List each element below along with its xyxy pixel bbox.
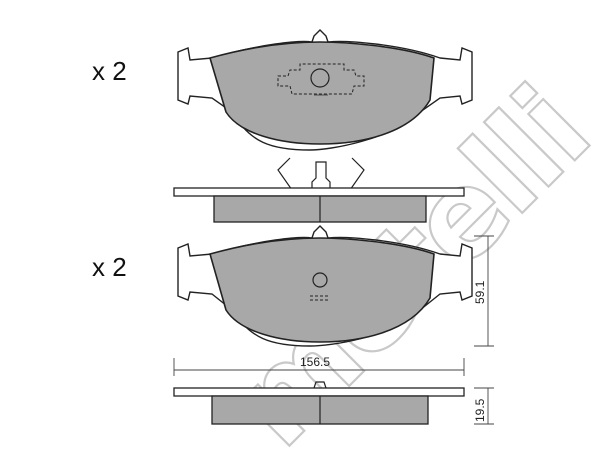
- bottom-pad-wear-mark: [310, 295, 330, 301]
- bottom-pad-side-backing-plate: [173, 387, 465, 397]
- dimension-width-label: 156.5: [300, 355, 330, 369]
- top-pad-center-hole: [310, 68, 330, 88]
- top-pad-wear-indicator: [277, 63, 365, 95]
- quantity-label-bottom: x 2: [92, 252, 127, 282]
- top-pad-spring-clip: [277, 157, 365, 191]
- bottom-pad-side-view: [173, 381, 465, 425]
- bottom-pad-front-view: [177, 225, 473, 347]
- top-pad-side-view: [173, 157, 465, 223]
- dimension-thickness: 19.5: [473, 387, 494, 425]
- bottom-pad-side-tab: [313, 381, 327, 389]
- bottom-pad-center-hole: [312, 272, 328, 288]
- dimension-thickness-label: 19.5: [473, 398, 487, 422]
- top-pad-side-backing-plate: [173, 187, 465, 197]
- top-pad-spring-clip-stem: [311, 161, 331, 191]
- top-pad-friction-material: [209, 41, 435, 145]
- quantity-label-top: x 2: [92, 56, 127, 86]
- top-pad-front-view: [177, 29, 473, 151]
- dimension-width: 156.5: [173, 355, 465, 376]
- dimension-height-label: 59.1: [473, 280, 487, 304]
- dimension-height: 59.1: [473, 235, 494, 347]
- bottom-pad-friction-material: [209, 237, 435, 343]
